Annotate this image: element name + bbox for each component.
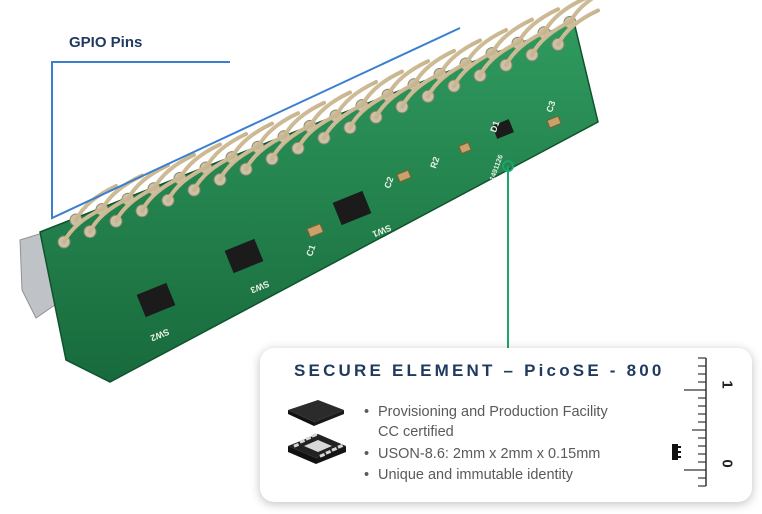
- gpio-pin: [400, 70, 444, 109]
- gpio-pin: [478, 39, 522, 78]
- silk-d1: D1: [488, 119, 501, 133]
- gpio-pin: [62, 206, 106, 244]
- silk-c1: C1: [304, 243, 317, 257]
- gpio-pin: [438, 38, 482, 77]
- gpio-pins-label: GPIO Pins: [69, 34, 143, 51]
- gpio-pin: [114, 185, 158, 224]
- gpio-pin: [556, 8, 600, 47]
- feature-item: Provisioning and Production Facility: [364, 404, 608, 420]
- gpio-pin: [426, 60, 470, 99]
- ic-sw1: [332, 190, 372, 226]
- chip-to-scale: [672, 444, 678, 460]
- gpio-pin: [192, 154, 236, 192]
- gpio-pin: [386, 59, 430, 98]
- gpio-pin: [308, 90, 352, 129]
- callout-title: SECURE ELEMENT – PicoSE - 800: [294, 361, 665, 380]
- ic-secure-element: [492, 119, 514, 139]
- gpio-pin: [516, 7, 560, 46]
- capacitor-c1: [306, 223, 325, 238]
- gpio-pin: [296, 112, 340, 151]
- gpio-pin: [166, 164, 210, 203]
- feature-item: Unique and immutable identity: [364, 467, 573, 483]
- gpio-pin: [74, 184, 118, 222]
- gpio-pin: [204, 132, 248, 170]
- gpio-pin: [374, 81, 418, 120]
- chip-package-illustration: [288, 400, 346, 464]
- gpio-pin: [412, 48, 456, 87]
- gpio-pin: [178, 142, 222, 181]
- silk-r2: R2: [428, 155, 441, 169]
- gpio-pin: [542, 0, 586, 35]
- silk-c3: C3: [544, 99, 557, 113]
- gpio-pin: [282, 100, 326, 139]
- gpio-pin: [348, 91, 392, 130]
- ic-sw2: [136, 282, 176, 318]
- gpio-pin: [504, 29, 548, 68]
- gpio-pin: [360, 69, 404, 108]
- gpio-pin: [256, 111, 300, 150]
- gpio-pointer-line: [51, 27, 461, 220]
- gpio-pin: [88, 195, 132, 234]
- silk-c2: C2: [382, 175, 395, 189]
- mm-scale-ruler: [672, 357, 707, 487]
- resistor-r2: [458, 141, 472, 155]
- gpio-pin: [530, 18, 574, 57]
- capacitor-c2: [396, 169, 412, 183]
- gpio-pin: [126, 163, 170, 202]
- chip-top-view: [288, 400, 344, 422]
- gpio-pin: [452, 50, 496, 88]
- scale-mark-1: 1: [718, 380, 736, 389]
- gpio-pin: [322, 102, 366, 140]
- feature-item: USON-8.6: 2mm x 2mm x 0.15mm: [364, 446, 600, 462]
- scale-mark-0: 0: [718, 459, 736, 468]
- gpio-pin: [244, 133, 288, 172]
- gpio-pin: [140, 174, 184, 213]
- gpio-pin: [218, 143, 262, 182]
- callout-pointer-dot: [502, 160, 514, 172]
- gpio-pin: [152, 152, 196, 191]
- gpio-pin: [568, 0, 594, 25]
- capacitor-c3: [546, 115, 562, 129]
- ic-sw3: [224, 238, 264, 274]
- gpio-pin: [490, 17, 534, 56]
- gpio-pin: [270, 122, 314, 161]
- gpio-pin: [230, 121, 274, 160]
- gpio-pin: [464, 28, 508, 66]
- feature-item: CC certified: [378, 424, 454, 440]
- gpio-pin: [334, 80, 378, 118]
